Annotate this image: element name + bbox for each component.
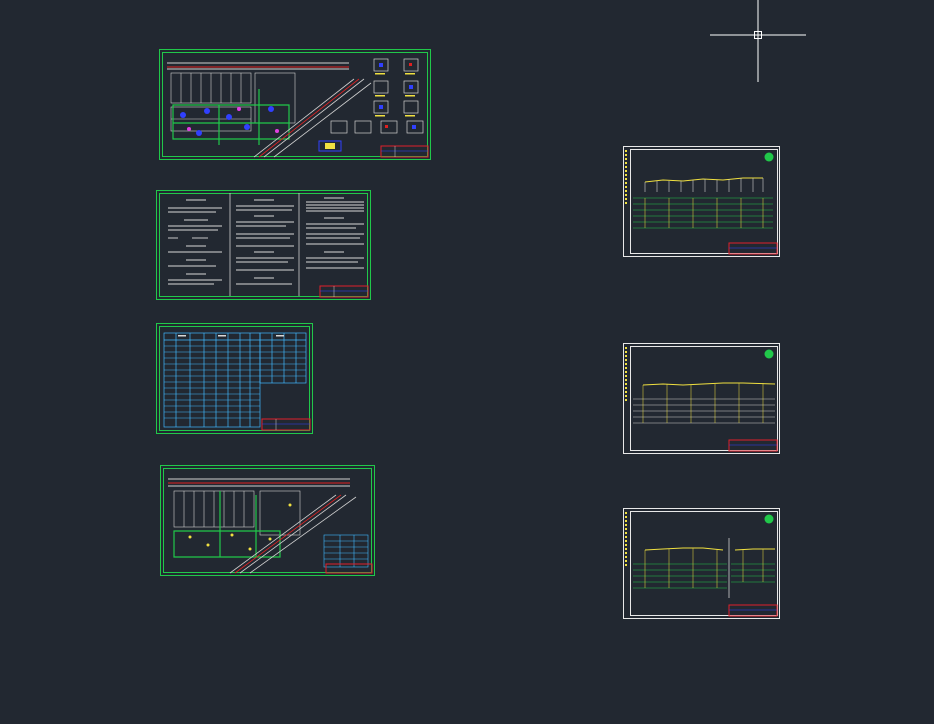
sheet-profile-1[interactable] <box>623 146 781 258</box>
sheet-schedule-table[interactable] <box>156 323 314 435</box>
sheet-design-notes[interactable] <box>156 190 372 302</box>
sheet-profile-2[interactable] <box>623 343 781 455</box>
sheet-site-plan-with-details[interactable] <box>159 49 431 161</box>
sheet-profile-3[interactable] <box>623 508 781 620</box>
crosshair-cursor <box>710 0 806 82</box>
sheet-site-plan[interactable] <box>160 465 376 577</box>
